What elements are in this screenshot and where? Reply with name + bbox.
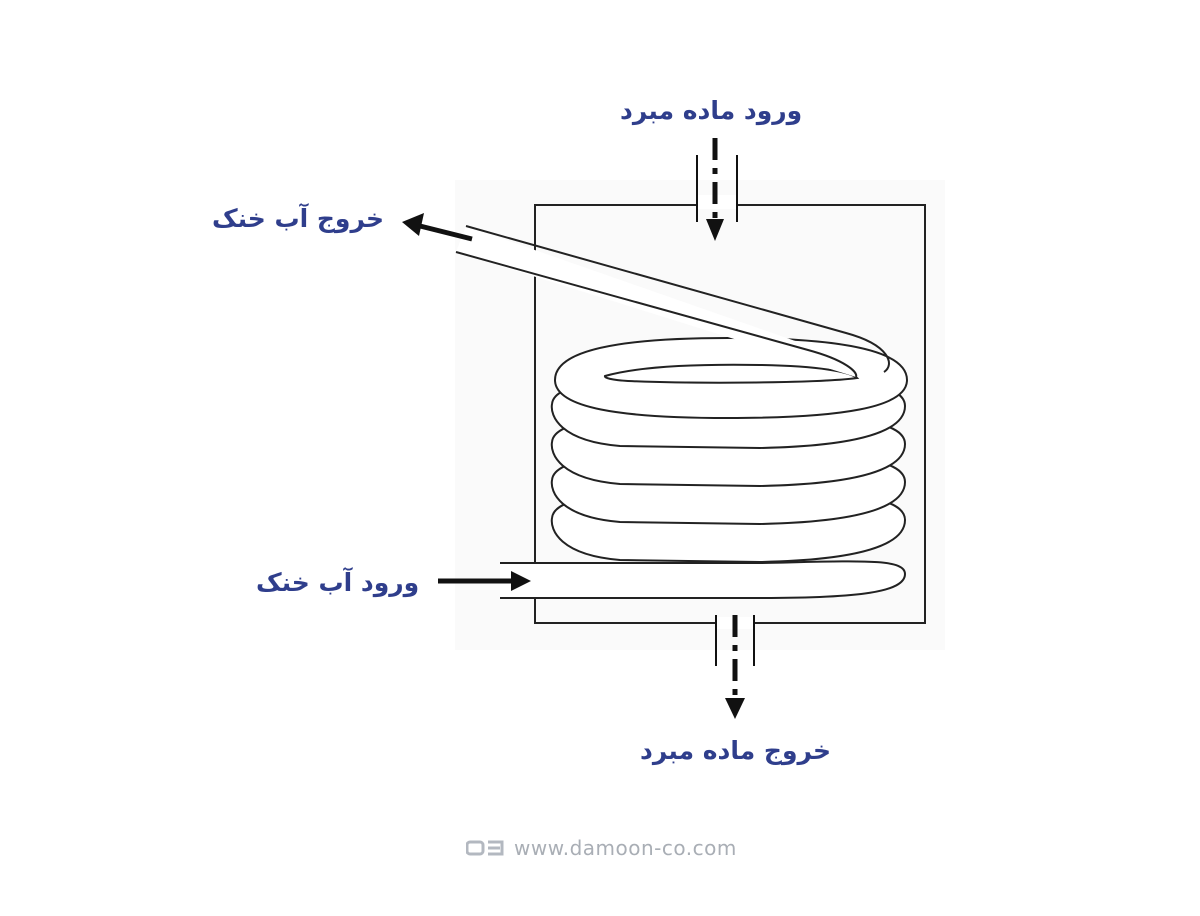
refrigerant-inlet-label: ورود ماده مبرد <box>620 96 803 125</box>
refrigerant-inlet-arrow-icon <box>706 219 724 241</box>
refrigerant-outlet-label: خروج ماده مبرد <box>640 736 832 765</box>
refrigerant-outlet-arrow-icon <box>725 698 745 719</box>
refrigerant-inlet-nozzle <box>696 138 738 241</box>
cooling-water-outlet-tube <box>455 225 890 378</box>
refrigerant-outlet-nozzle <box>715 615 755 719</box>
cooling-water-inlet-tube <box>500 560 907 599</box>
website-text: www.damoon-co.com <box>514 836 737 860</box>
cooling-water-out-arrow-icon <box>402 213 473 242</box>
cooling-water-outlet-label: خروج آب خنک <box>212 204 385 233</box>
watermark: www.damoon-co.com <box>466 836 737 860</box>
cooling-coil <box>550 336 909 564</box>
cooling-water-inlet-label: ورود آب خنک <box>256 568 420 597</box>
cooling-water-in-arrow-icon <box>438 571 531 591</box>
damoon-logo-icon <box>466 840 504 856</box>
